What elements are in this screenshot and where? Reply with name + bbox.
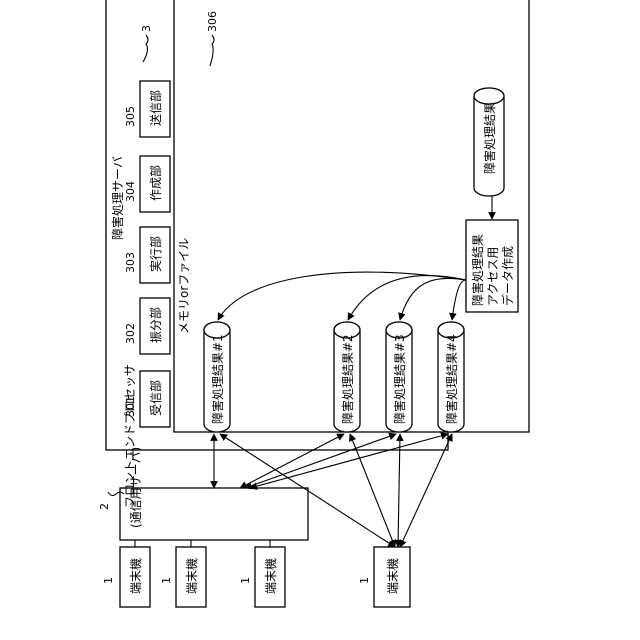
link-terminal4-result-2 [350, 434, 395, 547]
unit-ref-create: 304 [124, 181, 137, 202]
terminal-label-2: 端末機 [184, 558, 199, 594]
result-cylinder-1: 障害処理結果#1 [204, 322, 230, 432]
access-line-3: データ作成 [500, 246, 515, 306]
terminal-ref-2: 1 [160, 577, 173, 584]
unit-ref-execute: 303 [124, 252, 137, 273]
unit-label-distribute: 振分部 [148, 307, 163, 343]
final-result-cylinder: 障害処理結果 [474, 88, 504, 196]
access-line-1: 障害処理結果 [470, 234, 485, 306]
server-title: 障害処理サーバ [110, 156, 125, 240]
result-label-4: 障害処理結果#4 [444, 334, 459, 424]
unit-label-execute: 実行部 [148, 236, 163, 272]
server-ref: 3 [140, 25, 153, 32]
terminal-ref-4: 1 [358, 577, 371, 584]
memory-label: メモリorファイル [177, 238, 191, 334]
unit-label-receive: 受信部 [148, 380, 163, 416]
terminal-label-4: 端末機 [385, 558, 400, 594]
link-terminal4-result-3 [398, 434, 400, 547]
terminal-1: 端末機 1 [102, 540, 150, 607]
terminal-3: 端末機 1 [239, 540, 285, 607]
access-data-box: 障害処理結果 アクセス用 データ作成 [466, 220, 518, 312]
final-result-label: 障害処理結果 [482, 102, 497, 174]
terminal-label-1: 端末機 [128, 558, 143, 594]
result-label-1: 障害処理結果#1 [210, 334, 225, 424]
unit-ref-distribute: 302 [124, 323, 137, 344]
terminal-4: 端末機 1 [358, 547, 410, 607]
result-cylinder-4: 障害処理結果#4 [438, 322, 464, 432]
memory-ref: 306 [206, 11, 219, 32]
terminal-2: 端末機 1 [160, 540, 206, 607]
terminal-ref-3: 1 [239, 577, 252, 584]
result-label-2: 障害処理結果#2 [340, 334, 355, 424]
front-end-line-2: (通信用サーバ) [129, 447, 143, 528]
link-terminal4-result-4 [400, 434, 452, 547]
result-label-3: 障害処理結果#3 [392, 334, 407, 424]
unit-ref-send: 305 [124, 106, 137, 127]
unit-label-send: 送信部 [148, 90, 163, 126]
front-end-ref: 2 [98, 503, 111, 510]
access-line-2: アクセス用 [486, 247, 500, 306]
terminal-ref-1: 1 [102, 577, 115, 584]
unit-label-create: 作成部 [148, 165, 163, 201]
result-cylinder-2: 障害処理結果#2 [334, 322, 360, 432]
result-cylinder-3: 障害処理結果#3 [386, 322, 412, 432]
terminal-label-3: 端末機 [263, 558, 278, 594]
